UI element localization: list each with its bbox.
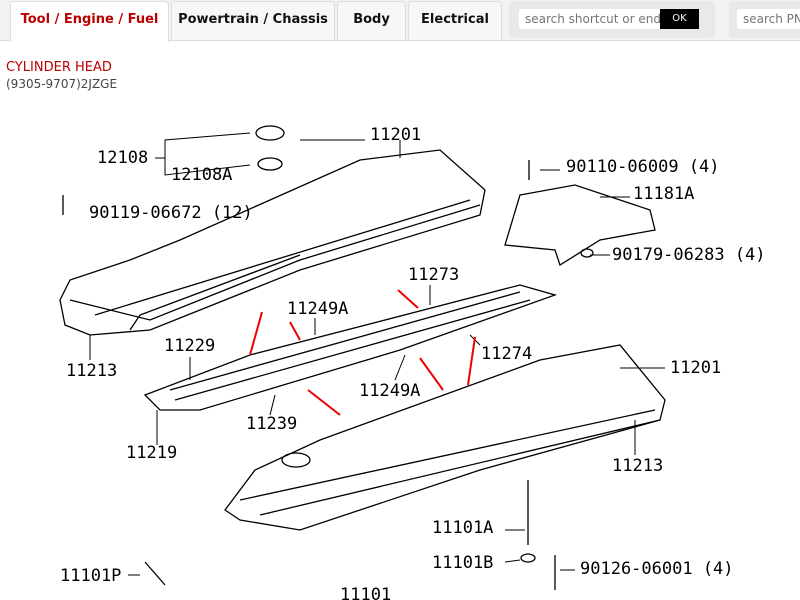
page-subtitle: (9305-9707)2JZGE bbox=[6, 77, 118, 91]
page-title: CYLINDER HEAD bbox=[6, 60, 112, 75]
part-label[interactable]: 11201 bbox=[670, 358, 721, 378]
part-label[interactable]: 90119-06672 (12) bbox=[89, 203, 253, 223]
tab-powertrain-chassis[interactable]: Powertrain / Chassis bbox=[171, 1, 335, 40]
category-tabs: Tool / Engine / Fuel Powertrain / Chassi… bbox=[0, 0, 800, 42]
part-label[interactable]: 90110-06009 (4) bbox=[566, 157, 720, 177]
part-label[interactable]: 11229 bbox=[164, 336, 215, 356]
part-label[interactable]: 11101P bbox=[60, 566, 121, 586]
tab-electrical[interactable]: Electrical bbox=[408, 1, 502, 40]
part-label[interactable]: 11249A bbox=[359, 381, 420, 401]
part-label[interactable]: 11213 bbox=[612, 456, 663, 476]
leader-lines bbox=[89, 132, 665, 576]
part-label[interactable]: 90179-06283 (4) bbox=[612, 245, 766, 265]
part-label[interactable]: 11101 bbox=[340, 585, 391, 600]
part-label[interactable]: 11273 bbox=[408, 265, 459, 285]
cylinder-head-cover-left bbox=[59, 149, 486, 336]
part-label[interactable]: 11239 bbox=[246, 414, 297, 434]
part-label[interactable]: 11101B bbox=[432, 553, 493, 573]
shortcut-search: OK bbox=[509, 1, 715, 38]
part-label[interactable]: 11101A bbox=[432, 518, 493, 538]
part-label[interactable]: 11219 bbox=[126, 443, 177, 463]
red-arrows bbox=[249, 289, 476, 416]
bolts bbox=[62, 160, 594, 590]
part-label[interactable]: 11201 bbox=[370, 125, 421, 145]
part-label[interactable]: 11181A bbox=[633, 184, 694, 204]
part-label[interactable]: 90126-06001 (4) bbox=[580, 559, 734, 579]
part-label[interactable]: 12108 bbox=[97, 148, 148, 168]
part-label[interactable]: 12108A bbox=[171, 165, 232, 185]
cylinder-head-cover-right bbox=[224, 344, 666, 531]
gasket-assembly bbox=[143, 284, 558, 411]
part-label[interactable]: 11249A bbox=[287, 299, 348, 319]
part-label[interactable]: 11274 bbox=[481, 344, 532, 364]
part-label[interactable]: 11213 bbox=[66, 361, 117, 381]
oil-cap bbox=[255, 125, 285, 171]
ok-button[interactable]: OK bbox=[660, 9, 699, 29]
tab-body[interactable]: Body bbox=[337, 1, 406, 40]
cover-11181a bbox=[504, 184, 656, 266]
pn-search bbox=[729, 1, 800, 38]
pn-search-input[interactable] bbox=[737, 9, 800, 29]
tab-tool-engine-fuel[interactable]: Tool / Engine / Fuel bbox=[10, 1, 169, 42]
shortcut-search-input[interactable] bbox=[519, 9, 671, 29]
